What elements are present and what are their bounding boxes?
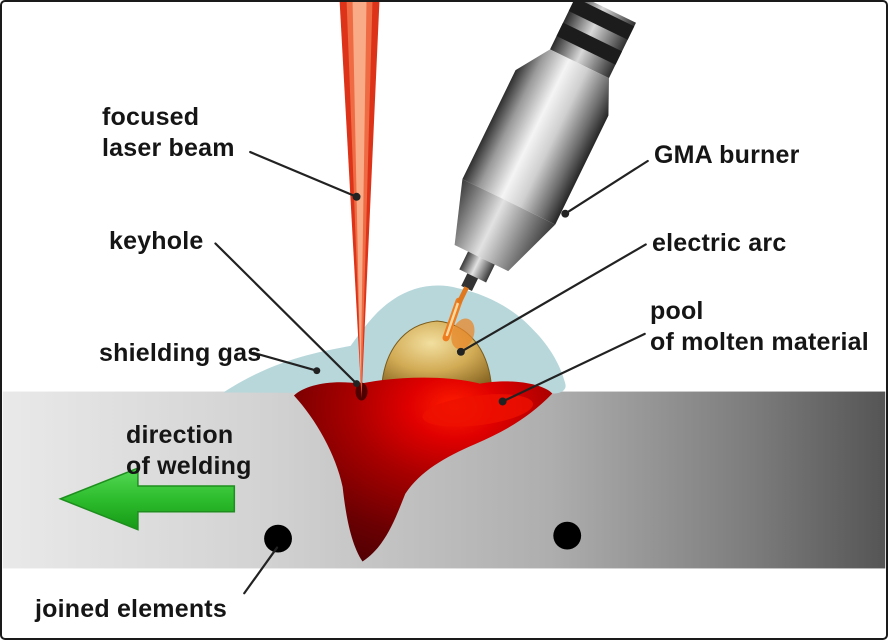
leader-line-arc: [459, 243, 647, 353]
burner-body: [462, 49, 609, 225]
leader-line-joined: [243, 546, 279, 595]
leader-dot-arc: [456, 347, 465, 356]
label-shielding-gas: shielding gas: [99, 339, 262, 367]
label-keyhole: keyhole: [109, 227, 204, 255]
burner-wire: [456, 286, 469, 305]
joined-element-dot-left: [264, 524, 292, 553]
joined-element-dot-right: [553, 521, 582, 550]
gma-burner: [454, 2, 636, 305]
burner-cap-band-1: [568, 2, 635, 40]
leader-dot-keyhole: [353, 380, 361, 388]
leader-line-laser: [249, 150, 358, 198]
leader-dot-pool: [498, 397, 507, 406]
label-joined-elements: joined elements: [35, 595, 227, 623]
leader-dot-laser: [352, 192, 361, 201]
leader-dot-gas: [313, 367, 321, 375]
label-direction-of-welding: direction of welding: [126, 421, 252, 480]
burner-tip: [459, 251, 495, 283]
label-electric-arc: electric arc: [652, 229, 787, 257]
leader-dot-burner: [561, 209, 570, 218]
burner-contact-tube: [461, 273, 479, 292]
burner-nozzle: [454, 179, 556, 272]
leader-line-gas: [252, 351, 318, 372]
label-pool-of-molten-material: pool of molten material: [650, 297, 869, 356]
label-gma-burner: GMA burner: [654, 141, 800, 169]
leader-line-burner: [564, 159, 649, 215]
label-focused-laser-beam: focused laser beam: [102, 103, 235, 162]
arc-contact-glow: [451, 318, 475, 350]
direction-arrow: [58, 466, 236, 531]
leader-line-keyhole: [214, 242, 358, 385]
leader-line-pool: [501, 332, 646, 403]
electric-arc-core: [445, 301, 460, 337]
burner-cap-band-2: [556, 22, 623, 65]
